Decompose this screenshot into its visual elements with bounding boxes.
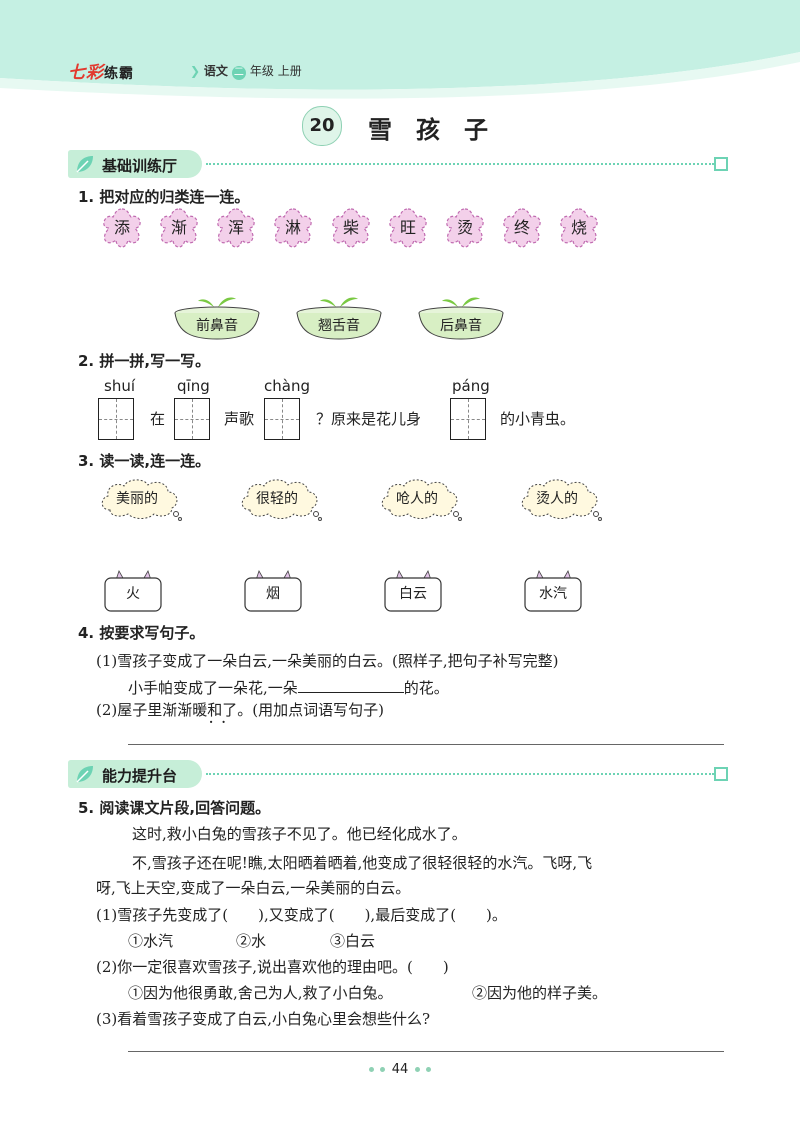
q5-reason-1: ①因为他很勇敢,舍己为人,救了小白兔。: [128, 984, 393, 1002]
q4-sentence-1b: 小手帕变成了一朵花,一朵的花。: [128, 678, 449, 697]
header-band: [0, 0, 800, 99]
flower-char[interactable]: 旺: [386, 206, 430, 250]
q5-option-3: ③白云: [330, 932, 376, 950]
writing-box-4[interactable]: [450, 398, 486, 440]
adjective-cloud-label: 烫人的: [536, 491, 578, 507]
adjective-cloud-label: 很轻的: [256, 491, 298, 507]
noun-box-label: 烟: [266, 586, 280, 602]
brand-logo: 七彩练霸: [68, 63, 134, 83]
flower-char[interactable]: 浑: [214, 206, 258, 250]
subject-grade: ❯ 语文二年级 上册: [190, 64, 302, 80]
adjective-cloud[interactable]: 烫人的: [518, 476, 602, 522]
noun-box[interactable]: 烟: [244, 570, 302, 612]
answer-line[interactable]: [128, 744, 724, 745]
flower-char-label: 浑: [227, 218, 244, 237]
noun-box[interactable]: 白云: [384, 570, 442, 612]
pinyin-4: páng: [452, 377, 490, 395]
flower-char-label: 渐: [170, 218, 187, 237]
question-3: 3. 读一读,连一连。: [78, 452, 211, 470]
q2-text-2: 声歌: [224, 410, 255, 428]
q2-text-3: ？原来是花儿身: [316, 410, 422, 428]
leaf-icon: [76, 766, 93, 783]
q2-text-4: 的小青虫。: [500, 410, 576, 428]
q5-option-2: ②水: [236, 932, 267, 950]
noun-box-label: 白云: [399, 586, 427, 602]
answer-line[interactable]: [128, 1051, 724, 1052]
question-1: 1. 把对应的归类连一连。: [78, 188, 250, 206]
flower-char-label: 烫: [456, 218, 473, 237]
pinyin-2: qīng: [177, 377, 210, 395]
q5-sub-2: (2)你一定很喜欢雪孩子,说出喜欢他的理由吧。( ): [96, 958, 449, 976]
sound-bowl-label: 前鼻音: [196, 318, 238, 334]
flower-char-label: 添: [113, 218, 130, 237]
pinyin-1: shuí: [104, 377, 135, 395]
flower-char-label: 淋: [284, 218, 301, 237]
adjective-cloud[interactable]: 呛人的: [378, 476, 462, 522]
q5-sub-3: (3)看着雪孩子变成了白云,小白兔心里会想些什么?: [96, 1010, 431, 1028]
q5-option-1: ①水汽: [128, 932, 174, 950]
answer-blank[interactable]: [297, 678, 404, 693]
noun-box-label: 水汽: [539, 586, 567, 602]
sound-bowl-label: 翘舌音: [318, 318, 360, 334]
sound-bowl[interactable]: 前鼻音: [172, 293, 262, 341]
question-2: 2. 拼一拼,写一写。: [78, 352, 211, 370]
section-header-basic: 基础训练厅: [68, 150, 728, 178]
flower-char[interactable]: 烫: [443, 206, 487, 250]
question-4: 4. 按要求写句子。: [78, 624, 205, 642]
leaf-icon: [76, 156, 93, 173]
adjective-cloud[interactable]: 很轻的: [238, 476, 322, 522]
noun-box[interactable]: 火: [104, 570, 162, 612]
adjective-cloud-label: 呛人的: [396, 491, 438, 507]
section-header-advanced: 能力提升台: [68, 760, 728, 788]
q5-sub-1: (1)雪孩子先变成了( ),又变成了( ),最后变成了( )。: [96, 906, 507, 924]
writing-box-3[interactable]: [264, 398, 300, 440]
page-number: 44: [340, 1062, 460, 1077]
passage-para-2a: 不,雪孩子还在呢!瞧,太阳晒着晒着,他变成了很轻很轻的水汽。飞呀,飞: [132, 854, 593, 872]
passage-para-2b: 呀,飞上天空,变成了一朵白云,一朵美丽的白云。: [96, 879, 411, 897]
grade-badge: 二: [231, 66, 246, 80]
noun-box[interactable]: 水汽: [524, 570, 582, 612]
passage-para-1: 这时,救小白兔的雪孩子不见了。他已经化成水了。: [132, 825, 467, 843]
writing-box-2[interactable]: [174, 398, 210, 440]
flower-char[interactable]: 渐: [157, 206, 201, 250]
flower-char-label: 旺: [399, 218, 416, 237]
flower-char[interactable]: 添: [100, 206, 144, 250]
flower-char-label: 终: [513, 218, 530, 237]
noun-box-label: 火: [126, 586, 140, 602]
sound-bowl-label: 后鼻音: [440, 318, 482, 334]
emphasis-dots: · ·: [209, 715, 226, 729]
lesson-number: 20: [302, 106, 342, 146]
lesson-title: 雪孩子: [368, 115, 512, 144]
q4-sentence-2: (2)屋子里渐渐暖和了。(用加点词语写句子): [96, 701, 384, 719]
sound-bowl[interactable]: 后鼻音: [416, 293, 506, 341]
chevron-right-icon: ❯: [190, 64, 201, 78]
flower-char[interactable]: 烧: [557, 206, 601, 250]
pinyin-3: chàng: [264, 377, 310, 395]
flower-char[interactable]: 柴: [329, 206, 373, 250]
q4-sentence-1: (1)雪孩子变成了一朵白云,一朵美丽的白云。(照样子,把句子补写完整): [96, 652, 559, 670]
q2-text-1: 在: [150, 410, 166, 428]
flower-char-label: 柴: [342, 218, 359, 237]
flower-char[interactable]: 终: [500, 206, 544, 250]
adjective-cloud-label: 美丽的: [116, 491, 158, 507]
sound-bowl[interactable]: 翘舌音: [294, 293, 384, 341]
question-5: 5. 阅读课文片段,回答问题。: [78, 799, 271, 817]
adjective-cloud[interactable]: 美丽的: [98, 476, 182, 522]
flower-char-label: 烧: [570, 218, 587, 237]
writing-box-1[interactable]: [98, 398, 134, 440]
q5-reason-2: ②因为他的样子美。: [472, 984, 608, 1002]
flower-char[interactable]: 淋: [271, 206, 315, 250]
